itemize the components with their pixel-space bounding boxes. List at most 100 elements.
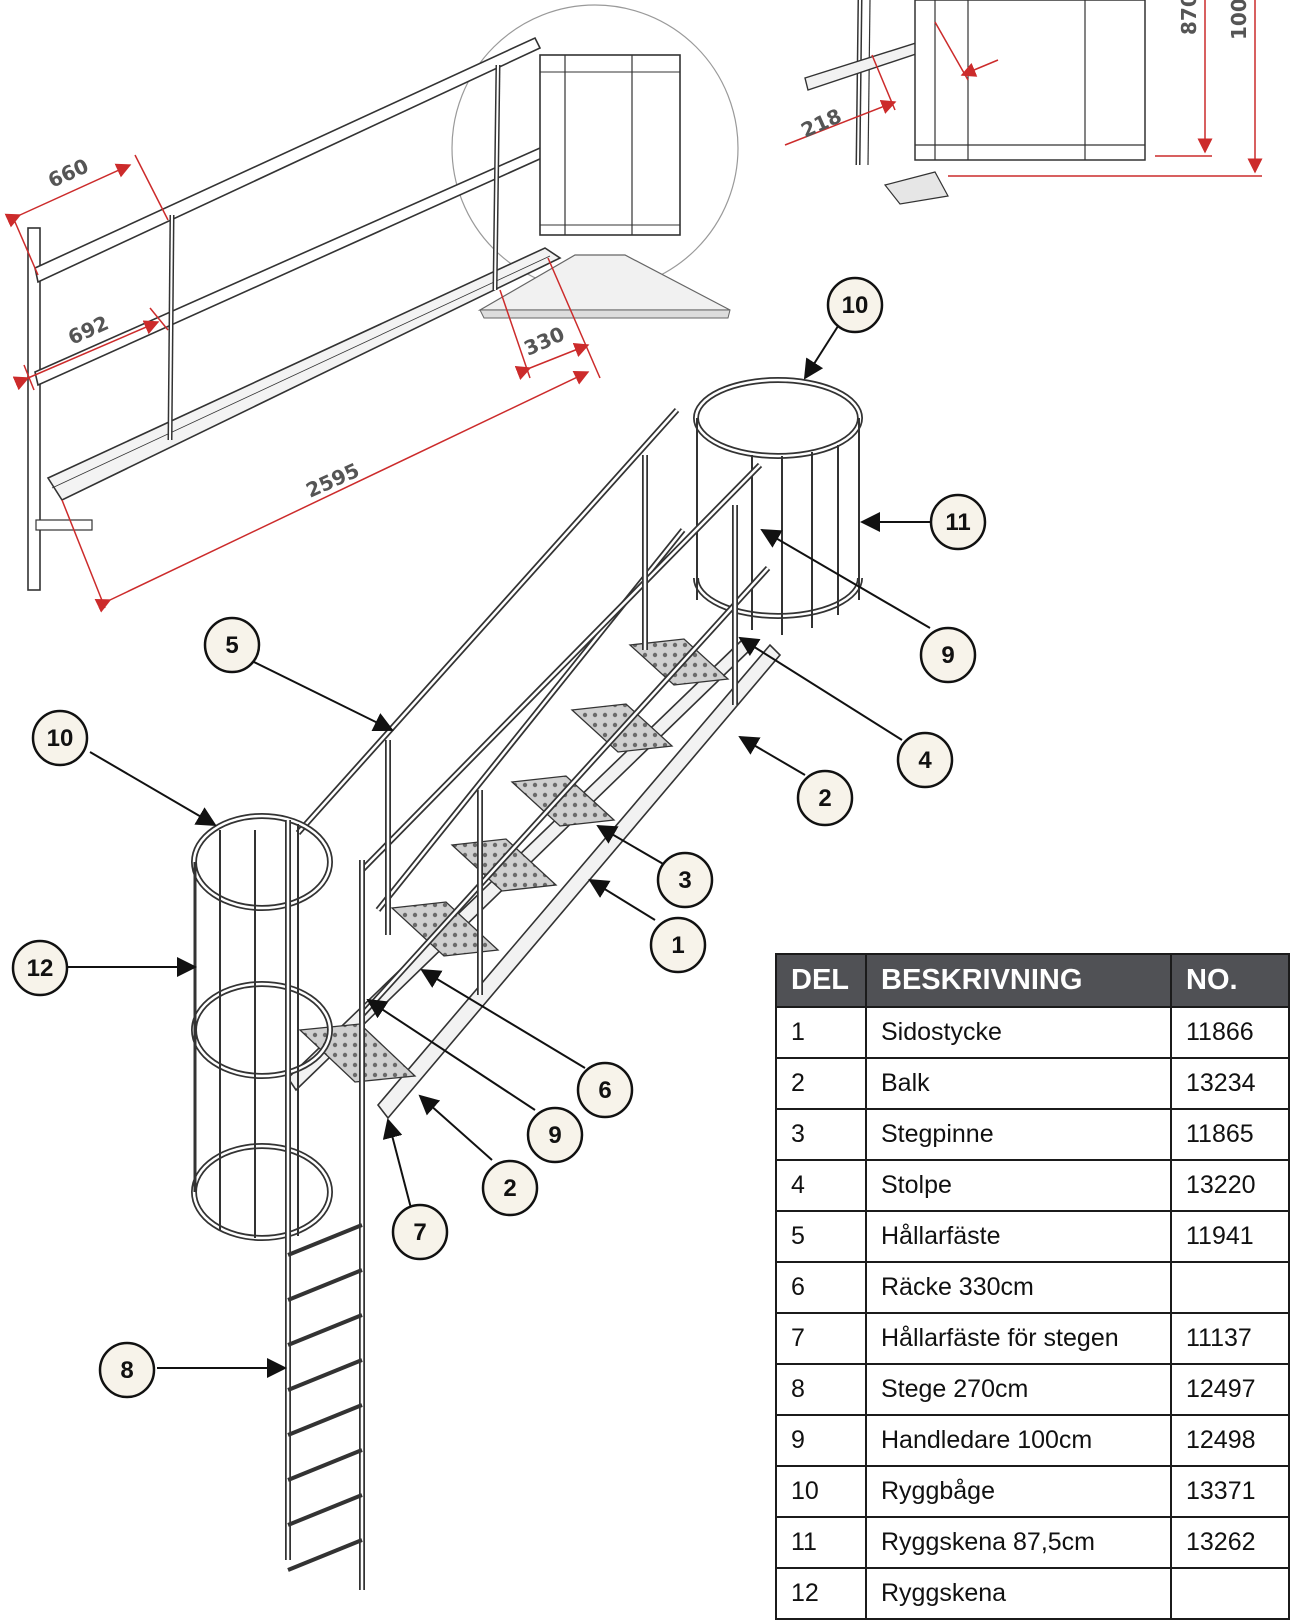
detail-view-drawing [784, 0, 1263, 205]
lower-back-cage [191, 813, 333, 1241]
callout-10: 10 [31, 709, 89, 767]
callout-5: 5 [203, 616, 261, 674]
table-header-row: DEL BESKRIVNING NO. [775, 953, 1290, 1008]
callout-11: 11 [929, 493, 987, 551]
cell-del: 9 [775, 1414, 867, 1467]
callout-2: 2 [796, 769, 854, 827]
cell-del: 4 [775, 1159, 867, 1212]
callout-label: 9 [548, 1122, 561, 1149]
callout-7: 7 [391, 1203, 449, 1261]
callout-9: 9 [526, 1106, 584, 1164]
cell-number: 12498 [1170, 1414, 1290, 1467]
callout-label: 3 [678, 867, 691, 894]
cell-number: 13234 [1170, 1057, 1290, 1110]
cell-description: Ryggskena [865, 1567, 1172, 1620]
callout-3: 3 [656, 851, 714, 909]
cell-description: Handledare 100cm [865, 1414, 1172, 1467]
callout-label: 10 [842, 292, 869, 319]
callout-1: 1 [649, 916, 707, 974]
callout-circle [919, 626, 977, 684]
callout-circle [656, 851, 714, 909]
dimension-330: 330 [520, 322, 568, 361]
cell-del: 10 [775, 1465, 867, 1518]
dimension-2595: 2595 [302, 458, 363, 503]
cell-del: 8 [775, 1363, 867, 1416]
header-beskrivning: BESKRIVNING [865, 953, 1172, 1008]
dimension-1000: 1000 [1227, 0, 1251, 40]
callout-label: 6 [598, 1077, 611, 1104]
callout-circle [826, 276, 884, 334]
callout-circle [11, 939, 69, 997]
callout-label: 5 [225, 632, 238, 659]
cell-number: 13371 [1170, 1465, 1290, 1518]
cell-del: 3 [775, 1108, 867, 1161]
cell-description: Stege 270cm [865, 1363, 1172, 1416]
callout-12: 12 [11, 939, 69, 997]
cell-del: 6 [775, 1261, 867, 1314]
cell-number: 13262 [1170, 1516, 1290, 1569]
cell-number: 11865 [1170, 1108, 1290, 1161]
cell-description: Räcke 330cm [865, 1261, 1172, 1314]
callout-circle [796, 769, 854, 827]
callout-label: 2 [818, 785, 831, 812]
cell-description: Ryggbåge [865, 1465, 1172, 1518]
callout-label: 2 [503, 1175, 516, 1202]
cell-number [1170, 1261, 1290, 1314]
cell-del: 5 [775, 1210, 867, 1263]
cell-description: Hållarfäste [865, 1210, 1172, 1263]
callout-circle [929, 493, 987, 551]
cell-del: 12 [775, 1567, 867, 1620]
cell-del: 1 [775, 1006, 867, 1059]
dimension-660: 660 [44, 154, 92, 193]
callout-circle [576, 1061, 634, 1119]
callout-label: 12 [27, 955, 54, 982]
cell-description: Ryggskena 87,5cm [865, 1516, 1172, 1569]
cell-description: Hållarfäste för stegen [865, 1312, 1172, 1365]
callout-8: 8 [98, 1341, 156, 1399]
cell-del: 11 [775, 1516, 867, 1569]
ladder [285, 820, 365, 1590]
callout-label: 9 [941, 642, 954, 669]
callout-10: 10 [826, 276, 884, 334]
cell-del: 7 [775, 1312, 867, 1365]
cell-description: Stegpinne [865, 1108, 1172, 1161]
cell-number: 13220 [1170, 1159, 1290, 1212]
header-del: DEL [775, 953, 867, 1008]
callout-9: 9 [919, 626, 977, 684]
callout-circle [98, 1341, 156, 1399]
isometric-staircase [191, 377, 863, 1590]
callout-label: 4 [918, 747, 932, 774]
callout-circle [896, 731, 954, 789]
cell-description: Sidostycke [865, 1006, 1172, 1059]
side-view-drawing [4, 4, 739, 613]
cell-number: 11137 [1170, 1312, 1290, 1365]
callout-label: 10 [47, 725, 74, 752]
header-no: NO. [1170, 953, 1290, 1008]
callout-label: 8 [120, 1357, 133, 1384]
callout-circle [649, 916, 707, 974]
callout-label: 11 [945, 509, 970, 536]
callout-label: 1 [671, 932, 684, 959]
cell-description: Balk [865, 1057, 1172, 1110]
callout-4: 4 [896, 731, 954, 789]
callout-circle [391, 1203, 449, 1261]
cell-number: 12497 [1170, 1363, 1290, 1416]
cell-del: 2 [775, 1057, 867, 1110]
cell-number: 11866 [1170, 1006, 1290, 1059]
